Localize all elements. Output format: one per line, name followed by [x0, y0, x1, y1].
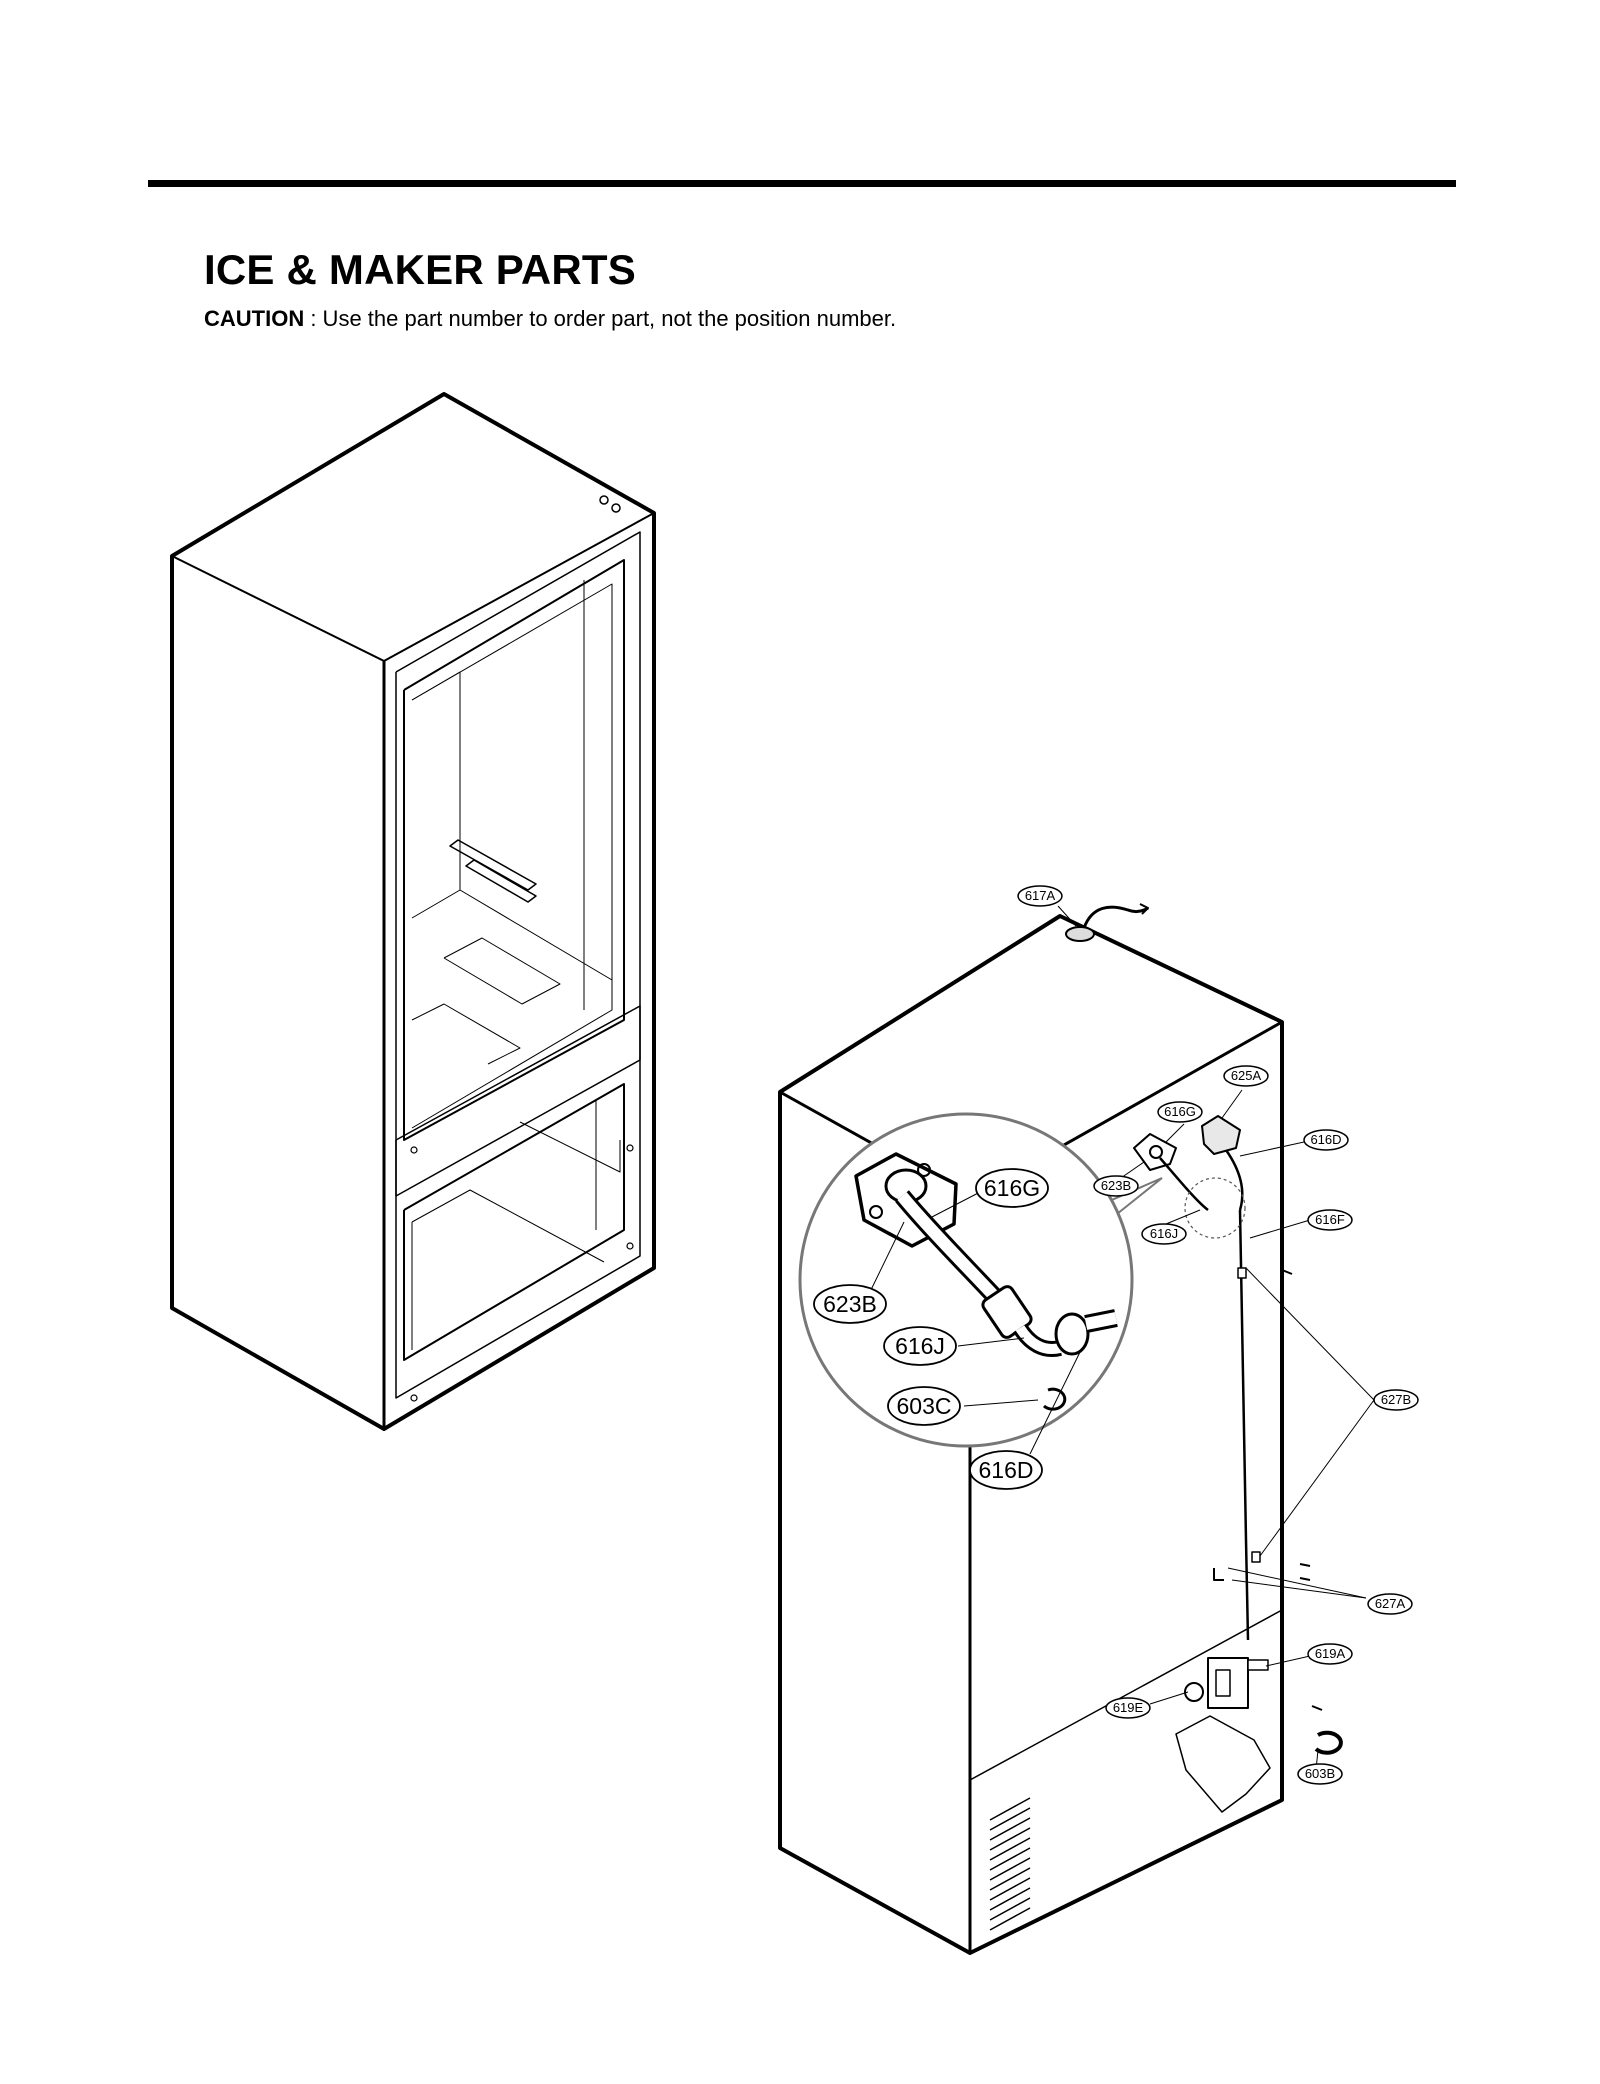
svg-text:617A: 617A: [1025, 888, 1056, 903]
caution-note: CAUTION : Use the part number to order p…: [204, 306, 896, 332]
svg-text:616F: 616F: [1315, 1212, 1345, 1227]
vent-grille: [989, 1797, 1031, 1931]
svg-text:625A: 625A: [1231, 1068, 1262, 1083]
callout-616J: 616J: [1141, 1223, 1187, 1245]
svg-text:603C: 603C: [897, 1393, 952, 1419]
callout-617A: 617A: [1017, 885, 1063, 907]
svg-text:603B: 603B: [1305, 1766, 1335, 1781]
svg-text:616D: 616D: [1310, 1132, 1341, 1147]
callout-619A: 619A: [1307, 1643, 1353, 1665]
caution-label: CAUTION: [204, 306, 305, 331]
callout-619E: 619E: [1105, 1697, 1151, 1719]
svg-text:627B: 627B: [1381, 1392, 1411, 1407]
front-cabinet-illustration: [170, 392, 656, 1431]
callout-627A: 627A: [1367, 1593, 1413, 1615]
svg-text:616D: 616D: [979, 1457, 1034, 1483]
callout-616G: 616G: [1157, 1101, 1203, 1123]
rear-cabinet-illustration: [778, 903, 1375, 1955]
page-title: ICE & MAKER PARTS: [204, 246, 636, 293]
caution-text: : Use the part number to order part, not…: [304, 306, 897, 331]
callout-603B: 603B: [1297, 1763, 1343, 1785]
svg-text:627A: 627A: [1375, 1596, 1406, 1611]
callout-623B: 623B: [1093, 1175, 1139, 1197]
svg-text:619E: 619E: [1113, 1700, 1144, 1715]
svg-text:616G: 616G: [1164, 1104, 1196, 1119]
detail-magnifier: [798, 1112, 1163, 1455]
svg-text:616J: 616J: [895, 1333, 945, 1359]
svg-text:619A: 619A: [1315, 1646, 1346, 1661]
detail-callout-616J: 616J: [883, 1326, 957, 1366]
header-rule: [148, 180, 1456, 187]
callout-616D: 616D: [1303, 1129, 1349, 1151]
detail-callout-623B: 623B: [813, 1284, 887, 1324]
callout-616F: 616F: [1307, 1209, 1353, 1231]
svg-text:623B: 623B: [823, 1291, 877, 1317]
svg-text:616J: 616J: [1150, 1226, 1178, 1241]
detail-callout-616G: 616G: [975, 1168, 1049, 1208]
callout-625A: 625A: [1223, 1065, 1269, 1087]
detail-callout-603C: 603C: [887, 1386, 961, 1426]
detail-callout-616D: 616D: [969, 1450, 1043, 1490]
svg-text:616G: 616G: [984, 1175, 1040, 1201]
svg-text:623B: 623B: [1101, 1178, 1131, 1193]
callout-627B: 627B: [1373, 1389, 1419, 1411]
